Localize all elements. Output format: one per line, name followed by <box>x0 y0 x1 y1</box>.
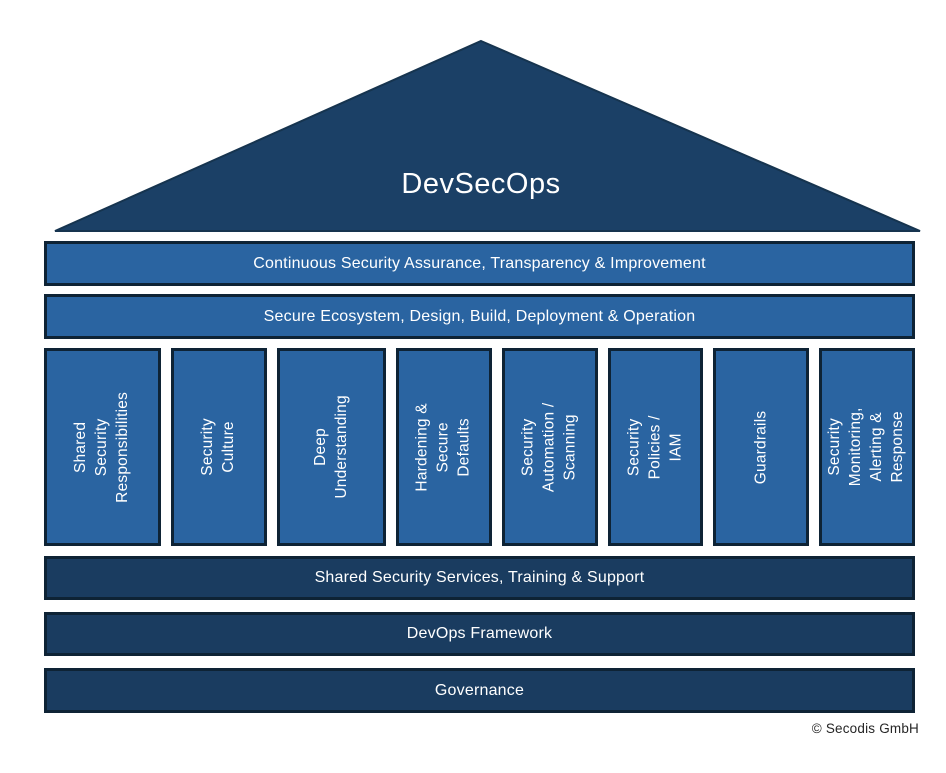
governance-bar: Governance <box>44 668 915 713</box>
assurance-bar-label: Continuous Security Assurance, Transpare… <box>253 254 706 272</box>
pillar-security-automation-scanning: Security Automation / Scanning <box>501 348 598 546</box>
pillar-label: Security Culture <box>198 418 237 476</box>
pillar-security-culture: Security Culture <box>170 348 267 546</box>
ecosystem-bar: Secure Ecosystem, Design, Build, Deploym… <box>44 294 915 339</box>
pillar-security-monitoring-alerting-response: Security Monitoring, Alerting & Response <box>819 348 915 546</box>
devops-framework-bar: DevOps Framework <box>44 612 915 656</box>
pillar-guardrails: Guardrails <box>713 348 810 546</box>
shared-services-bar: Shared Security Services, Training & Sup… <box>44 556 915 600</box>
pillar-label: Guardrails <box>751 410 769 484</box>
pillar-shared-security-responsibilities: Shared Security Responsibilities <box>44 348 161 546</box>
assurance-bar: Continuous Security Assurance, Transpare… <box>44 241 915 286</box>
pillar-security-policies-iam: Security Policies / IAM <box>607 348 704 546</box>
pillar-label: Shared Security Responsibilities <box>72 391 131 503</box>
pillar-label: Hardening & Secure Defaults <box>413 402 473 492</box>
pillar-label: Deep Understanding <box>311 395 350 499</box>
copyright-notice: © Secodis GmbH <box>811 721 919 736</box>
pillar-label: Security Automation / Scanning <box>519 402 579 492</box>
ecosystem-bar-label: Secure Ecosystem, Design, Build, Deploym… <box>263 307 696 325</box>
devops-framework-bar-label: DevOps Framework <box>406 625 553 642</box>
pillar-label: Security Monitoring, Alerting & Response <box>826 407 907 487</box>
pillar-deep-understanding: Deep Understanding <box>276 348 387 546</box>
diagram-title: DevSecOps <box>401 168 561 200</box>
pillars-row: Shared Security Responsibilities Securit… <box>44 348 915 546</box>
governance-bar-label: Governance <box>434 681 525 699</box>
shared-services-bar-label: Shared Security Services, Training & Sup… <box>314 569 645 586</box>
pillar-hardening-secure-defaults: Hardening & Secure Defaults <box>396 348 492 546</box>
pillar-label: Security Policies / IAM <box>625 414 684 480</box>
roof-triangle <box>54 39 921 232</box>
